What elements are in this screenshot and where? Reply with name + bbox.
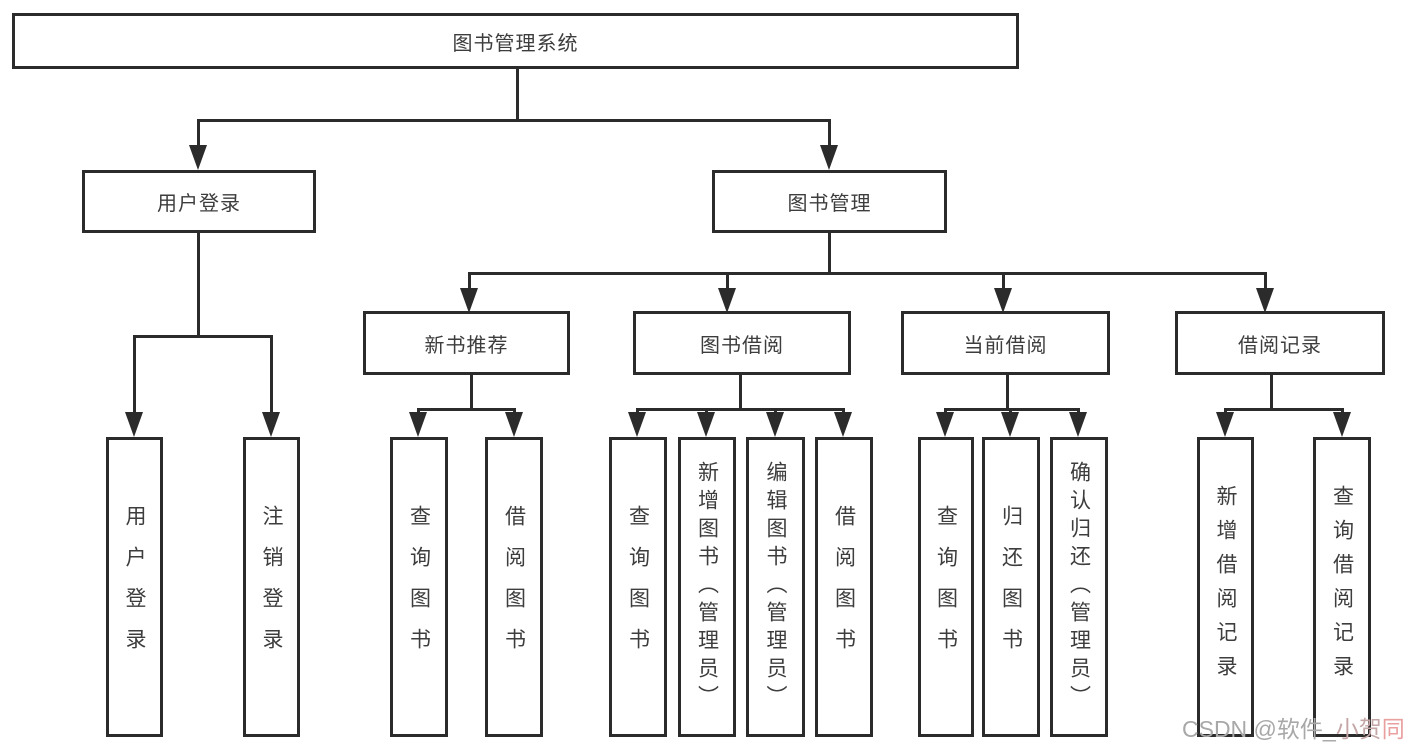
- arrow-down-icon: [766, 412, 784, 437]
- leaf-label: 新增借阅记录: [1214, 485, 1237, 689]
- connector-level2-bus: [197, 119, 831, 122]
- leaf-query-books-borrow: 查询图书: [609, 437, 667, 737]
- arrow-down-icon: [936, 412, 954, 437]
- node-root: 图书管理系统: [12, 13, 1019, 69]
- arrow-down-icon: [1216, 412, 1234, 437]
- node-label: 图书借阅: [700, 334, 784, 357]
- connector-drop-book-mgmt: [828, 119, 831, 148]
- arrow-down-icon: [994, 288, 1012, 313]
- connector-drop-user-login: [197, 119, 200, 148]
- leaf-label: 借阅图书: [832, 505, 856, 669]
- connector-recommend-stem: [470, 374, 473, 411]
- connector-drop-l3: [1264, 272, 1267, 289]
- leaf-add-borrow-record: 新增借阅记录: [1197, 437, 1254, 737]
- watermark-text: 小贺: [1335, 716, 1382, 742]
- leaf-logout: 注销登录: [243, 437, 300, 737]
- arrow-down-icon: [628, 412, 646, 437]
- leaf-label: 查询图书: [626, 505, 650, 669]
- leaf-label: 查询图书: [407, 505, 431, 669]
- node-book-management: 图书管理: [712, 170, 947, 233]
- connector-user-login-bus: [133, 335, 273, 338]
- arrow-down-icon: [1333, 412, 1351, 437]
- connector-borrow-stem: [739, 374, 742, 411]
- watermark: CSDN @软件_小贺同学: [1182, 710, 1405, 744]
- connector-borrow-bus: [637, 408, 845, 411]
- leaf-user-login: 用户登录: [106, 437, 163, 737]
- arrow-down-icon: [718, 288, 736, 313]
- leaf-return-book: 归还图书: [982, 437, 1040, 737]
- node-book-borrow: 图书借阅: [633, 311, 851, 375]
- connector-level3-bus: [468, 272, 1267, 275]
- leaf-label: 确认归还（管理员）: [1067, 461, 1091, 713]
- leaf-query-borrow-record: 查询借阅记录: [1313, 437, 1371, 737]
- arrow-down-icon: [409, 412, 427, 437]
- watermark-text: 同学: [1381, 716, 1405, 742]
- arrow-down-icon: [189, 145, 207, 170]
- connector-drop-l3: [468, 272, 471, 289]
- arrow-down-icon: [505, 412, 523, 437]
- watermark-text: CSDN @软件_: [1182, 716, 1336, 742]
- arrow-down-icon: [834, 412, 852, 437]
- node-label: 借阅记录: [1238, 334, 1322, 357]
- node-label: 当前借阅: [963, 334, 1048, 357]
- connector-recommend-bus: [418, 408, 516, 411]
- leaf-borrow-books-recommend: 借阅图书: [485, 437, 543, 737]
- connector-records-bus: [1224, 408, 1344, 411]
- leaf-label: 归还图书: [999, 505, 1023, 669]
- node-label: 图书管理: [787, 193, 872, 215]
- leaf-label: 查询借阅记录: [1330, 485, 1354, 689]
- connector-drop-leaf: [270, 335, 273, 415]
- arrow-down-icon: [1256, 288, 1274, 313]
- node-label: 新书推荐: [424, 334, 509, 357]
- leaf-label: 新增图书（管理员）: [695, 461, 719, 713]
- leaf-query-books-recommend: 查询图书: [390, 437, 448, 737]
- connector-current-bus: [944, 408, 1080, 411]
- leaf-confirm-return-admin: 确认归还（管理员）: [1050, 437, 1108, 737]
- leaf-edit-book-admin: 编辑图书（管理员）: [746, 437, 805, 737]
- connector-user-login-stem: [197, 233, 200, 338]
- connector-drop-leaf: [133, 335, 136, 415]
- node-label: 用户登录: [157, 193, 241, 215]
- leaf-add-book-admin: 新增图书（管理员）: [678, 437, 736, 737]
- node-root-label: 图书管理系统: [452, 32, 579, 55]
- connector-records-stem: [1270, 374, 1273, 411]
- arrow-down-icon: [125, 412, 143, 437]
- leaf-borrow-books-borrow: 借阅图书: [815, 437, 873, 737]
- node-user-login: 用户登录: [82, 170, 316, 233]
- arrow-down-icon: [1069, 412, 1087, 437]
- arrow-down-icon: [820, 145, 838, 170]
- leaf-query-books-current: 查询图书: [918, 437, 974, 737]
- node-current-borrow: 当前借阅: [901, 311, 1110, 375]
- connector-root-stem: [516, 68, 519, 121]
- arrow-down-icon: [262, 412, 280, 437]
- leaf-label: 用户登录: [123, 505, 146, 669]
- node-borrow-records: 借阅记录: [1175, 311, 1385, 375]
- connector-book-mgmt-stem: [828, 233, 831, 275]
- leaf-label: 查询图书: [934, 505, 958, 669]
- connector-drop-l3: [1002, 272, 1005, 289]
- leaf-label: 注销登录: [260, 505, 283, 669]
- connector-drop-l3: [726, 272, 729, 289]
- leaf-label: 编辑图书（管理员）: [764, 461, 787, 713]
- arrow-down-icon: [1001, 412, 1019, 437]
- leaf-label: 借阅图书: [502, 505, 526, 669]
- arrow-down-icon: [460, 288, 478, 313]
- connector-current-stem: [1006, 374, 1009, 411]
- arrow-down-icon: [697, 412, 715, 437]
- node-new-book-recommend: 新书推荐: [363, 311, 570, 375]
